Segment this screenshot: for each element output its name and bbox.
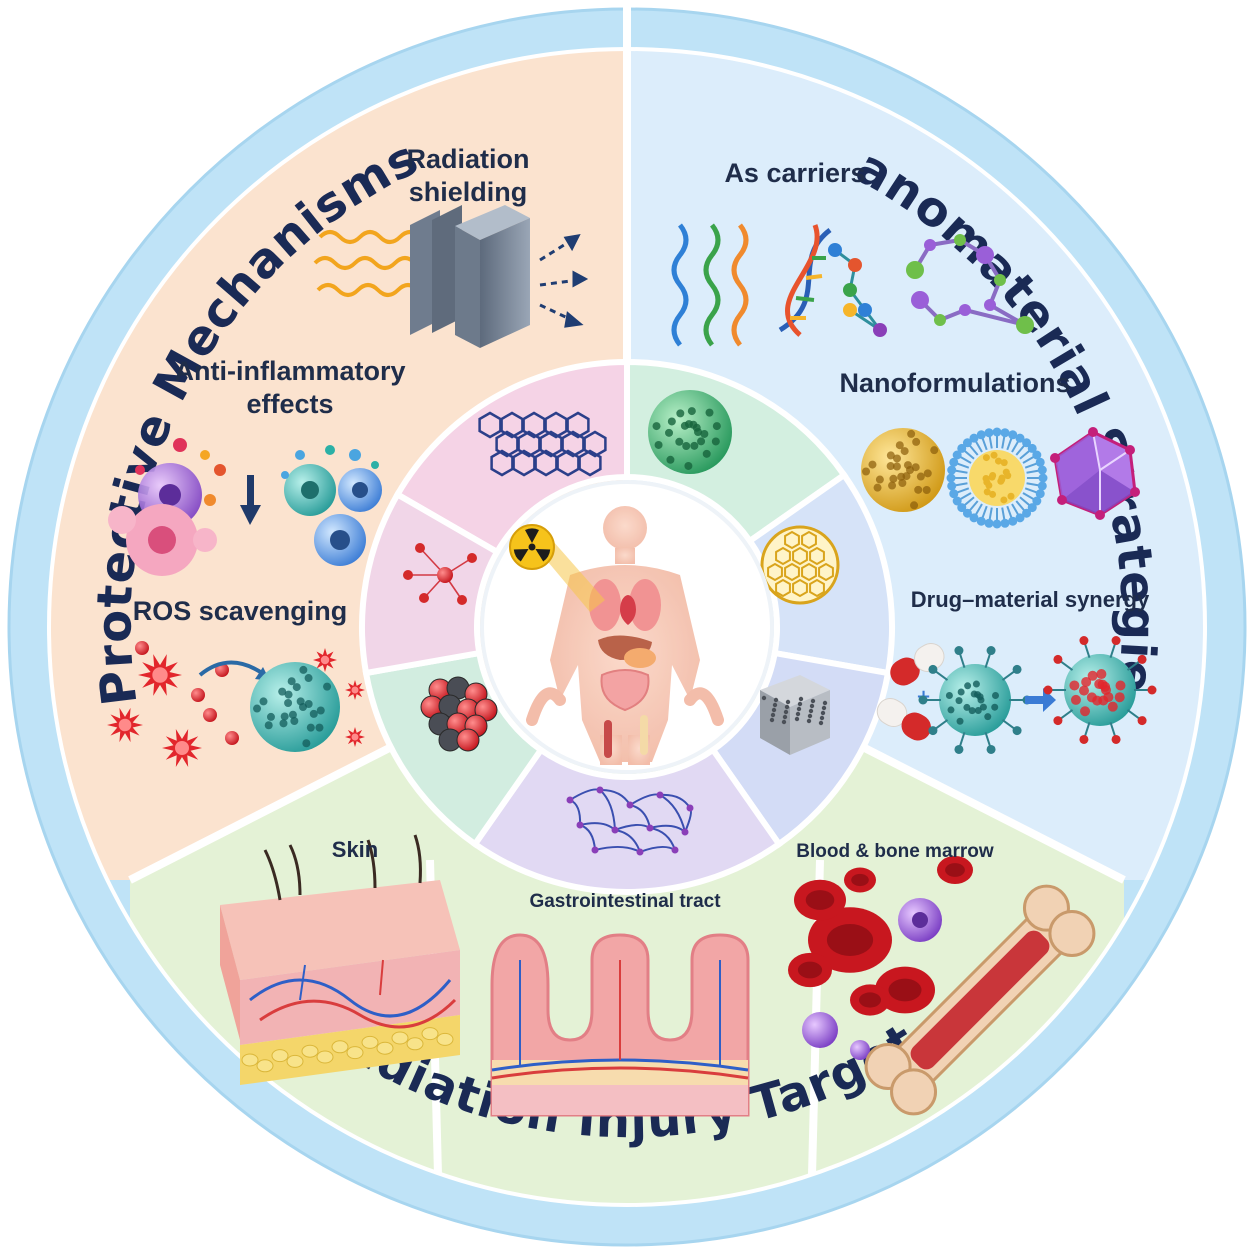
down-arrow-icon bbox=[240, 475, 261, 525]
shield-plates-icon bbox=[410, 205, 530, 348]
nanoformulations-illustration bbox=[861, 427, 1140, 529]
polyhedral-nanoparticle-icon bbox=[1050, 427, 1140, 520]
segment-hydrogel bbox=[470, 745, 784, 895]
segment-radicals bbox=[359, 490, 502, 677]
dna-icon bbox=[778, 224, 832, 337]
label-anti-inflammatory: Anti-inflammatory effects bbox=[174, 356, 406, 419]
carriers-illustration bbox=[671, 223, 1034, 347]
porous-cube-icon bbox=[760, 675, 830, 755]
anti-inflammatory-illustration bbox=[108, 438, 382, 576]
label-blood-bone-marrow: Blood & bone marrow bbox=[796, 841, 994, 862]
ros-scavenging-illustration bbox=[107, 641, 365, 768]
label-radiation-shielding: Radiation shielding bbox=[406, 144, 530, 207]
shielding-illustration bbox=[313, 205, 589, 348]
carrier-nanoparticle bbox=[939, 664, 1011, 736]
radical-molecule-icon bbox=[403, 543, 477, 605]
hydrogel-network-icon bbox=[566, 786, 694, 856]
capsule-icon bbox=[876, 698, 931, 741]
label-gi-tract: Gastrointestinal tract bbox=[529, 891, 721, 912]
scavenger-nanoparticle bbox=[250, 662, 340, 752]
label-as-carriers: As carriers bbox=[724, 158, 866, 188]
exit-arrows bbox=[539, 234, 589, 328]
label-ros-scavenging: ROS scavenging bbox=[132, 596, 348, 626]
nanomaterial-ring bbox=[359, 358, 895, 895]
human-body-icon bbox=[526, 506, 724, 765]
capsule-icon bbox=[890, 643, 945, 686]
synergy-illustration: + bbox=[876, 636, 1157, 754]
skin-illustration bbox=[220, 834, 460, 1085]
graphene-icon bbox=[478, 411, 607, 477]
gold-nanoparticle bbox=[861, 428, 945, 512]
radiation-waves bbox=[313, 230, 422, 297]
radiation-icon bbox=[509, 524, 555, 570]
nanocluster-icon bbox=[420, 676, 498, 752]
blood-bone-illustration bbox=[788, 855, 1096, 1116]
porous-nanoparticle-icon bbox=[648, 390, 732, 474]
fullerene-icon bbox=[760, 525, 840, 605]
liposome-icon bbox=[946, 427, 1048, 529]
label-skin: Skin bbox=[331, 837, 379, 862]
gi-tract-illustration bbox=[490, 933, 750, 1117]
label-drug-material-synergy: Drug–material synergy bbox=[910, 587, 1150, 612]
label-nanoformulations: Nanoformulations bbox=[839, 368, 1071, 398]
bone-icon bbox=[864, 884, 1096, 1116]
